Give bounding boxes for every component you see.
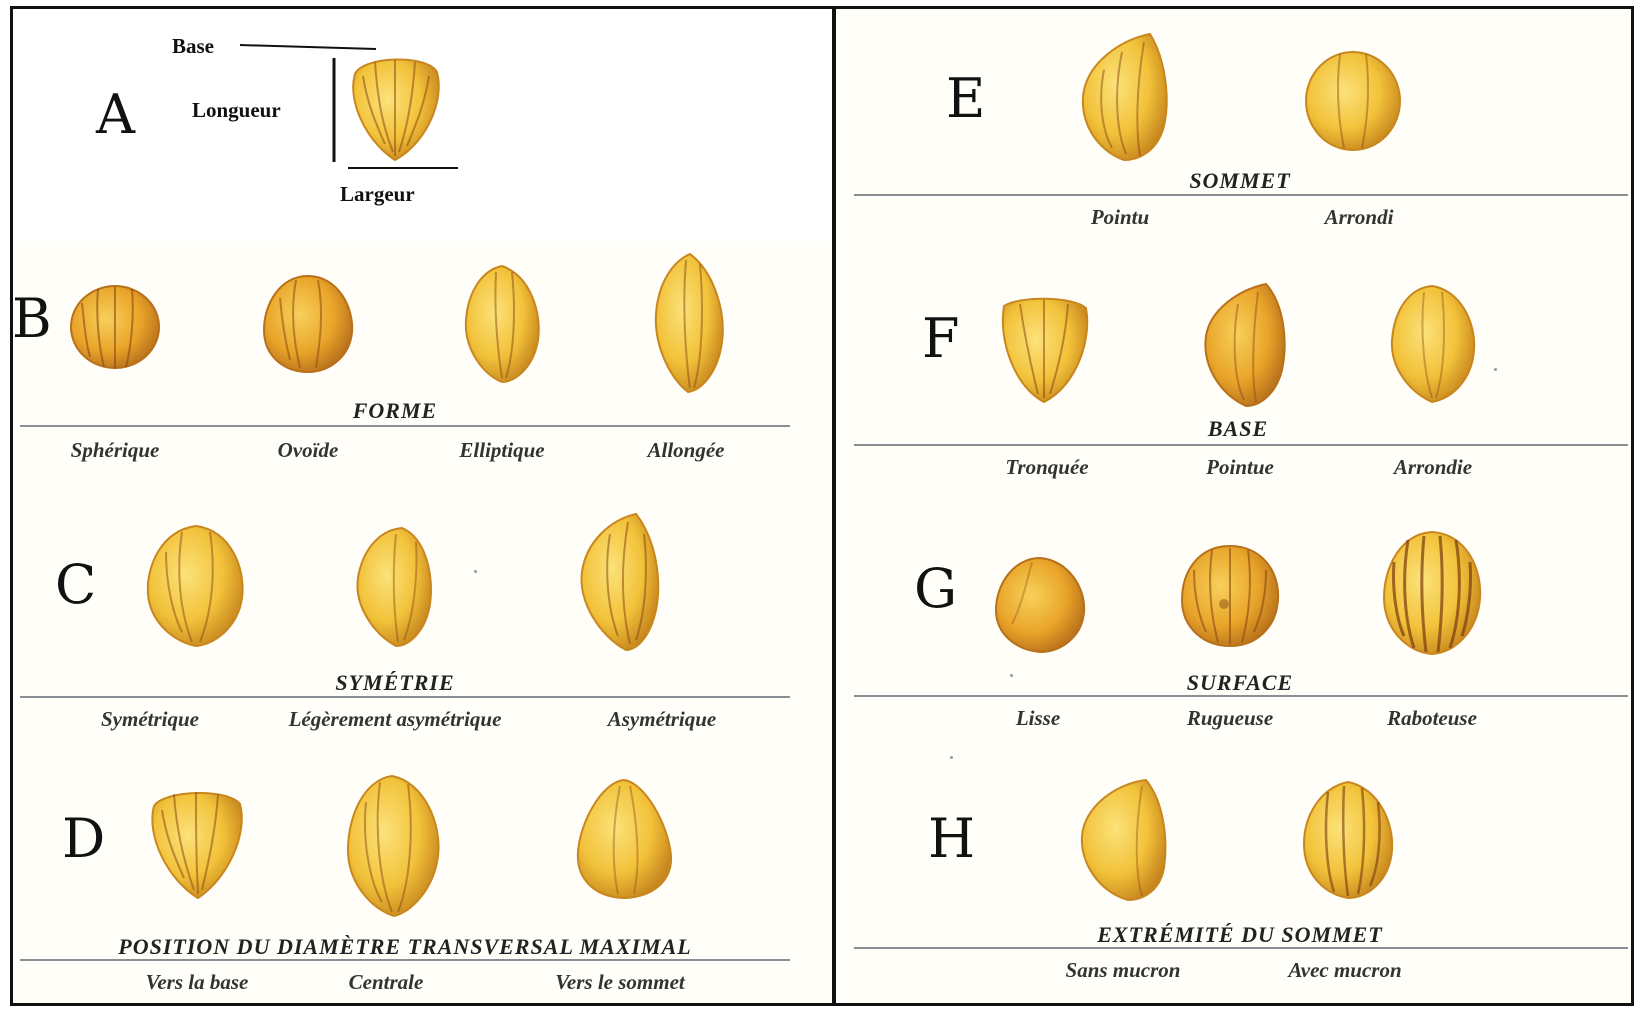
speck <box>1010 674 1013 677</box>
kernel-arrondie <box>1386 282 1478 406</box>
kernel-rugueuse <box>1178 542 1282 650</box>
heading-forme: FORME <box>325 398 465 424</box>
panel-f-letter: F <box>922 312 959 366</box>
kernel-spherique <box>68 283 162 371</box>
label-rugueuse: Rugueuse <box>1164 706 1296 731</box>
heading-sommet: SOMMET <box>1140 168 1340 194</box>
panel-c-letter: C <box>55 558 96 612</box>
kernel-pointu <box>1074 30 1176 164</box>
heading-extremite-sommet: EXTRÉMITÉ DU SOMMET <box>1040 922 1440 948</box>
kernel-ovoide <box>260 272 356 374</box>
rule-surface <box>854 695 1628 697</box>
rule-position-diametre <box>20 959 790 961</box>
label-arrondie: Arrondie <box>1362 455 1504 480</box>
heading-base: BASE <box>1168 416 1308 442</box>
rule-base <box>854 444 1628 446</box>
kernel-symetrique <box>142 522 250 650</box>
rule-extremite-sommet <box>854 947 1628 949</box>
speck <box>950 756 953 759</box>
label-sans-mucron: Sans mucron <box>1040 958 1206 983</box>
kernel-raboteuse <box>1378 528 1486 658</box>
panel-d-letter: D <box>62 812 105 866</box>
label-pointu: Pointu <box>1060 205 1180 230</box>
heading-symetrie: SYMÉTRIE <box>300 670 490 696</box>
kernel-asymetrique <box>574 510 664 654</box>
kernel-allongee <box>650 250 728 396</box>
kernel-avec-mucron <box>1298 778 1398 902</box>
heading-position-diametre: POSITION DU DIAMÈTRE TRANSVERSAL MAXIMAL <box>20 934 790 960</box>
rule-sommet <box>854 194 1628 196</box>
label-base: Base <box>172 34 214 59</box>
panel-a-letter: A <box>96 88 135 142</box>
speck <box>1494 368 1497 371</box>
label-pointue: Pointue <box>1176 455 1304 480</box>
label-tronquee: Tronquée <box>976 455 1118 480</box>
kernel-sans-mucron <box>1076 776 1174 904</box>
speck <box>474 570 477 573</box>
label-largeur: Largeur <box>340 182 415 207</box>
label-asymetrique: Asymétrique <box>580 707 744 732</box>
panel-b-letter: B <box>12 292 52 346</box>
kernel-a-reference <box>345 52 445 164</box>
kernel-lisse <box>992 554 1088 654</box>
kernel-centrale <box>342 772 444 920</box>
rule-symetrie <box>20 696 790 698</box>
kernel-tronquee <box>996 292 1092 406</box>
label-lisse: Lisse <box>990 706 1086 731</box>
label-allongee: Allongée <box>616 438 756 463</box>
kernel-legerement-asymetrique <box>350 524 436 650</box>
panel-h-letter: H <box>928 812 975 866</box>
kernel-arrondi <box>1302 48 1404 154</box>
kernel-pointue <box>1198 280 1292 410</box>
label-raboteuse: Raboteuse <box>1362 706 1502 731</box>
label-symetrique: Symétrique <box>74 707 226 732</box>
label-avec-mucron: Avec mucron <box>1262 958 1428 983</box>
kernel-elliptique <box>460 262 544 386</box>
rule-forme <box>20 425 790 427</box>
panel-g-letter: G <box>914 562 957 616</box>
label-arrondi: Arrondi <box>1294 205 1424 230</box>
label-legerement-asymetrique: Légèrement asymétrique <box>236 707 554 732</box>
heading-surface: SURFACE <box>1140 670 1340 696</box>
kernel-vers-le-sommet <box>572 776 676 902</box>
column-divider <box>832 6 836 1006</box>
label-centrale: Centrale <box>316 970 456 995</box>
label-spherique: Sphérique <box>40 438 190 463</box>
label-vers-la-base: Vers la base <box>114 970 280 995</box>
label-elliptique: Elliptique <box>432 438 572 463</box>
panel-e-letter: E <box>946 72 985 126</box>
label-vers-le-sommet: Vers le sommet <box>520 970 720 995</box>
kernel-vers-la-base <box>144 786 248 902</box>
label-ovoide: Ovoïde <box>238 438 378 463</box>
